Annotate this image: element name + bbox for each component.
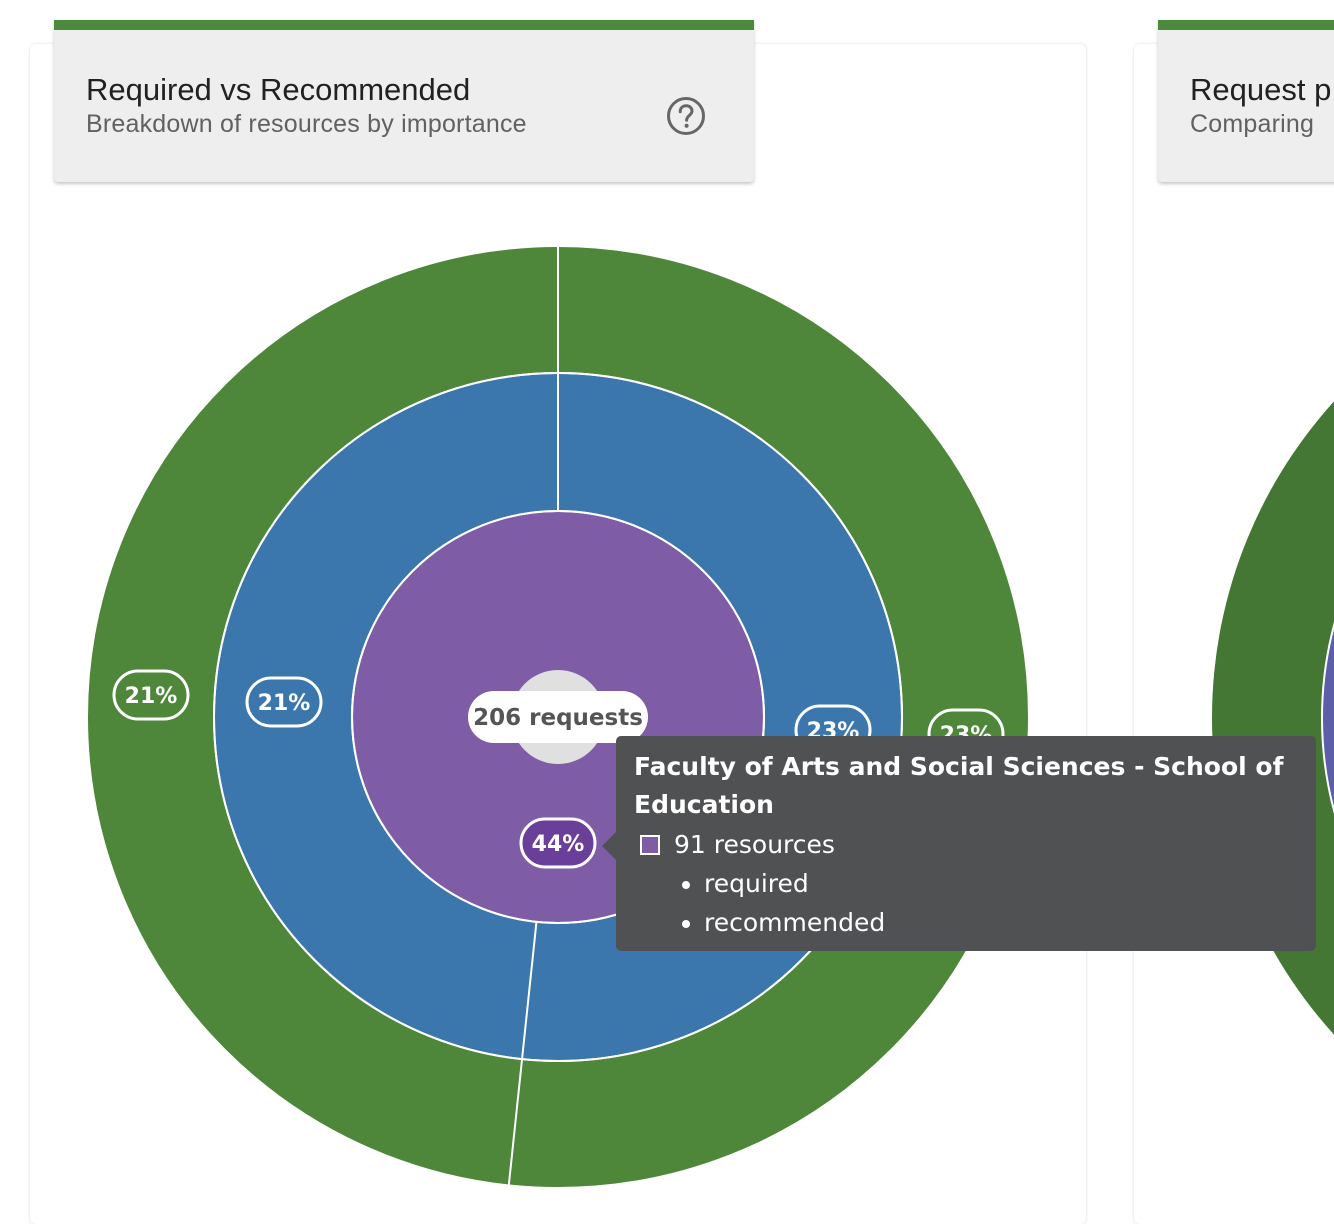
middle-slice-label: 21% bbox=[245, 676, 323, 728]
card-title: Request p bbox=[1190, 72, 1332, 107]
data-label-pill bbox=[245, 676, 323, 728]
help-button[interactable] bbox=[666, 96, 706, 136]
data-label-text: 21% bbox=[258, 691, 311, 716]
outer-slice-divider bbox=[507, 1059, 524, 1186]
data-label-pill bbox=[112, 669, 190, 721]
question-circle-icon bbox=[667, 97, 705, 135]
center-label-pill bbox=[468, 691, 648, 743]
card-title: Required vs Recommended bbox=[86, 72, 471, 107]
outer-slice-label: 21% bbox=[112, 669, 190, 721]
inner-ring-edge bbox=[351, 510, 765, 924]
tooltip-list: required recommended bbox=[634, 864, 1298, 942]
tooltip-resource-count: 91 resources bbox=[634, 826, 1298, 864]
inner-slice-label: 44% bbox=[519, 817, 597, 869]
card-header-request: Request p Comparing bbox=[1158, 20, 1334, 182]
middle-slice-divider bbox=[521, 921, 538, 1060]
tooltip-swatch bbox=[640, 835, 660, 855]
tooltip-count-text: 91 resources bbox=[674, 830, 835, 859]
middle-ring-edge bbox=[213, 372, 903, 1062]
data-label-text: 44% bbox=[532, 832, 585, 857]
card-header-required-vs-recommended: Required vs Recommended Breakdown of res… bbox=[54, 20, 754, 182]
card-subtitle: Breakdown of resources by importance bbox=[86, 110, 527, 138]
right-chart-inner-ring bbox=[1321, 621, 1334, 815]
chart-tooltip: Faculty of Arts and Social Sciences - Sc… bbox=[602, 736, 1316, 951]
tooltip-list-item: recommended bbox=[704, 903, 1298, 942]
card-subtitle: Comparing bbox=[1190, 110, 1315, 138]
data-label-pill bbox=[519, 817, 597, 869]
tooltip-list-item: required bbox=[704, 864, 1298, 903]
center-label: 206 requests bbox=[473, 705, 643, 731]
data-label-text: 21% bbox=[125, 684, 178, 709]
tooltip-title: Faculty of Arts and Social Sciences - Sc… bbox=[634, 752, 1284, 819]
right-chart-outer-ring bbox=[1212, 401, 1334, 1035]
